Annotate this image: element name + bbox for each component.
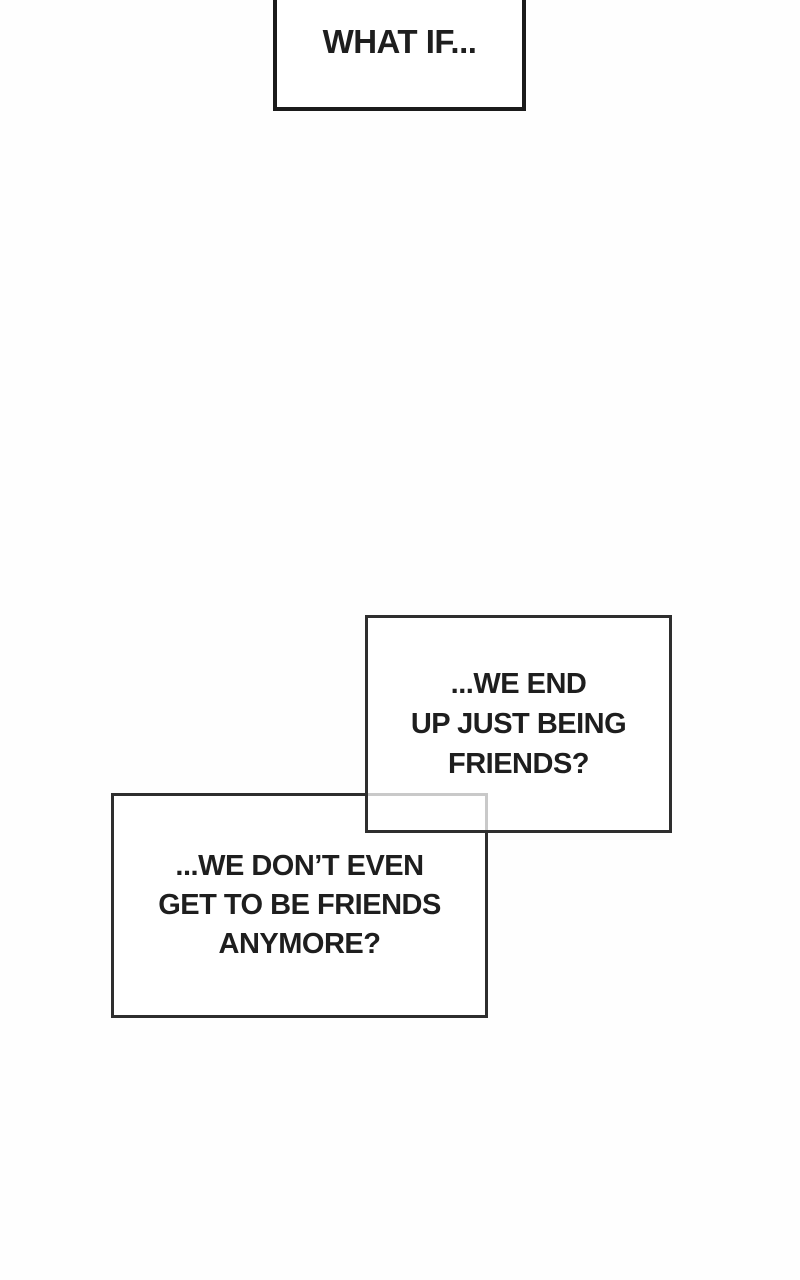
caption-line: FRIENDS? bbox=[448, 748, 590, 780]
caption-box-what-if: WHAT IF... bbox=[273, 0, 526, 111]
caption-line: ...WE DON’T EVEN bbox=[175, 850, 424, 882]
caption-line: WHAT IF... bbox=[322, 22, 477, 60]
caption-box-end-up-friends: ...WE END UP JUST BEING FRIENDS? bbox=[365, 615, 672, 833]
caption-line: GET TO BE FRIENDS bbox=[158, 889, 441, 921]
caption-line: UP JUST BEING bbox=[410, 708, 627, 740]
caption-line: ...WE END bbox=[450, 668, 587, 700]
caption-line: ANYMORE? bbox=[218, 928, 381, 960]
